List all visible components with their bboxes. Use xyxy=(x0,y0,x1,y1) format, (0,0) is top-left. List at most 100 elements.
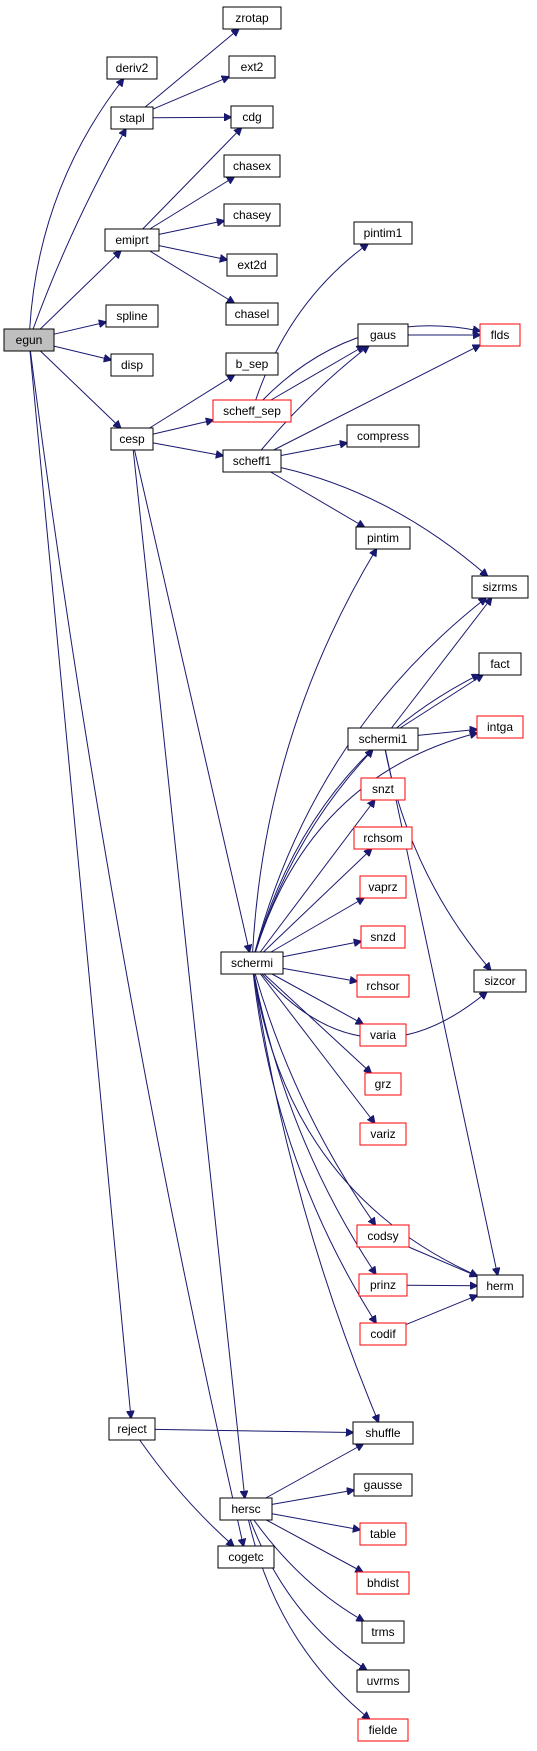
node-bhdist[interactable]: bhdist xyxy=(356,1571,410,1595)
node-box-chasel[interactable] xyxy=(225,302,279,326)
node-box-chasex[interactable] xyxy=(223,154,281,178)
node-herm[interactable]: herm xyxy=(476,1274,524,1298)
node-box-trms[interactable] xyxy=(361,1620,405,1644)
node-ext2[interactable]: ext2 xyxy=(228,55,276,79)
node-flds[interactable]: flds xyxy=(479,323,521,347)
node-ext2d[interactable]: ext2d xyxy=(226,253,278,277)
node-box-snzt[interactable] xyxy=(360,777,406,801)
node-chasex[interactable]: chasex xyxy=(223,154,281,178)
node-box-cogetc[interactable] xyxy=(217,1545,275,1569)
node-schermi[interactable]: schermi xyxy=(220,951,284,975)
node-schermi1[interactable]: schermi1 xyxy=(347,727,419,751)
node-vaprz[interactable]: vaprz xyxy=(359,875,407,899)
node-gausse[interactable]: gausse xyxy=(353,1473,413,1497)
node-box-sizcor[interactable] xyxy=(473,969,527,993)
node-box-shuffle[interactable] xyxy=(352,1421,414,1445)
node-shuffle[interactable]: shuffle xyxy=(352,1421,414,1445)
node-reject[interactable]: reject xyxy=(108,1417,156,1441)
node-fielde[interactable]: fielde xyxy=(357,1718,409,1742)
node-prinz[interactable]: prinz xyxy=(358,1273,408,1297)
node-box-cdg[interactable] xyxy=(230,105,274,129)
node-scheff1[interactable]: scheff1 xyxy=(222,449,282,473)
node-b_sep[interactable]: b_sep xyxy=(225,352,279,376)
node-rchsom[interactable]: rchsom xyxy=(353,826,413,850)
node-chasel[interactable]: chasel xyxy=(225,302,279,326)
node-grz[interactable]: grz xyxy=(364,1072,402,1096)
node-codsy[interactable]: codsy xyxy=(356,1224,410,1248)
node-box-egun[interactable] xyxy=(3,328,55,352)
node-box-scheff_sep[interactable] xyxy=(212,399,292,423)
node-scheff_sep[interactable]: scheff_sep xyxy=(212,399,292,423)
node-deriv2[interactable]: deriv2 xyxy=(106,56,158,80)
node-zrotap[interactable]: zrotap xyxy=(222,6,282,30)
node-sizcor[interactable]: sizcor xyxy=(473,969,527,993)
node-pintim[interactable]: pintim xyxy=(355,526,411,550)
node-stapl[interactable]: stapl xyxy=(110,106,154,130)
node-emiprt[interactable]: emiprt xyxy=(104,228,160,252)
node-snzt[interactable]: snzt xyxy=(360,777,406,801)
node-box-pintim[interactable] xyxy=(355,526,411,550)
node-spline[interactable]: spline xyxy=(105,304,159,328)
node-chasey[interactable]: chasey xyxy=(223,203,281,227)
node-box-rchsom[interactable] xyxy=(353,826,413,850)
node-box-gausse[interactable] xyxy=(353,1473,413,1497)
node-box-hersc[interactable] xyxy=(219,1497,273,1521)
node-box-fact[interactable] xyxy=(478,652,522,676)
node-box-compress[interactable] xyxy=(346,424,420,448)
node-box-intga[interactable] xyxy=(476,715,524,739)
node-box-herm[interactable] xyxy=(476,1274,524,1298)
node-box-codsy[interactable] xyxy=(356,1224,410,1248)
node-egun[interactable]: egun xyxy=(3,328,55,352)
node-box-stapl[interactable] xyxy=(110,106,154,130)
node-box-schermi1[interactable] xyxy=(347,727,419,751)
node-box-table[interactable] xyxy=(359,1522,407,1546)
node-box-flds[interactable] xyxy=(479,323,521,347)
node-variz[interactable]: variz xyxy=(359,1122,407,1146)
node-box-varia[interactable] xyxy=(359,1023,407,1047)
node-pintim1[interactable]: pintim1 xyxy=(353,221,413,245)
node-box-gaus[interactable] xyxy=(357,323,409,347)
node-box-chasey[interactable] xyxy=(223,203,281,227)
node-box-spline[interactable] xyxy=(105,304,159,328)
node-box-emiprt[interactable] xyxy=(104,228,160,252)
node-snzd[interactable]: snzd xyxy=(360,925,406,949)
node-box-bhdist[interactable] xyxy=(356,1571,410,1595)
node-trms[interactable]: trms xyxy=(361,1620,405,1644)
node-disp[interactable]: disp xyxy=(110,353,154,377)
node-box-grz[interactable] xyxy=(364,1072,402,1096)
node-box-variz[interactable] xyxy=(359,1122,407,1146)
node-sizrms[interactable]: sizrms xyxy=(471,575,529,599)
node-box-deriv2[interactable] xyxy=(106,56,158,80)
node-box-schermi[interactable] xyxy=(220,951,284,975)
node-box-rchsor[interactable] xyxy=(356,974,410,998)
node-varia[interactable]: varia xyxy=(359,1023,407,1047)
node-box-fielde[interactable] xyxy=(357,1718,409,1742)
node-cesp[interactable]: cesp xyxy=(110,427,154,451)
node-box-snzd[interactable] xyxy=(360,925,406,949)
node-codif[interactable]: codif xyxy=(359,1322,407,1346)
node-box-uvrms[interactable] xyxy=(356,1669,410,1693)
node-gaus[interactable]: gaus xyxy=(357,323,409,347)
node-box-reject[interactable] xyxy=(108,1417,156,1441)
node-compress[interactable]: compress xyxy=(346,424,420,448)
node-uvrms[interactable]: uvrms xyxy=(356,1669,410,1693)
node-cogetc[interactable]: cogetc xyxy=(217,1545,275,1569)
node-box-ext2d[interactable] xyxy=(226,253,278,277)
node-box-prinz[interactable] xyxy=(358,1273,408,1297)
node-cdg[interactable]: cdg xyxy=(230,105,274,129)
node-box-cesp[interactable] xyxy=(110,427,154,451)
node-box-zrotap[interactable] xyxy=(222,6,282,30)
node-hersc[interactable]: hersc xyxy=(219,1497,273,1521)
node-fact[interactable]: fact xyxy=(478,652,522,676)
node-table[interactable]: table xyxy=(359,1522,407,1546)
node-box-codif[interactable] xyxy=(359,1322,407,1346)
node-box-disp[interactable] xyxy=(110,353,154,377)
node-rchsor[interactable]: rchsor xyxy=(356,974,410,998)
node-box-vaprz[interactable] xyxy=(359,875,407,899)
node-box-pintim1[interactable] xyxy=(353,221,413,245)
node-intga[interactable]: intga xyxy=(476,715,524,739)
node-box-sizrms[interactable] xyxy=(471,575,529,599)
node-box-b_sep[interactable] xyxy=(225,352,279,376)
node-box-scheff1[interactable] xyxy=(222,449,282,473)
node-box-ext2[interactable] xyxy=(228,55,276,79)
